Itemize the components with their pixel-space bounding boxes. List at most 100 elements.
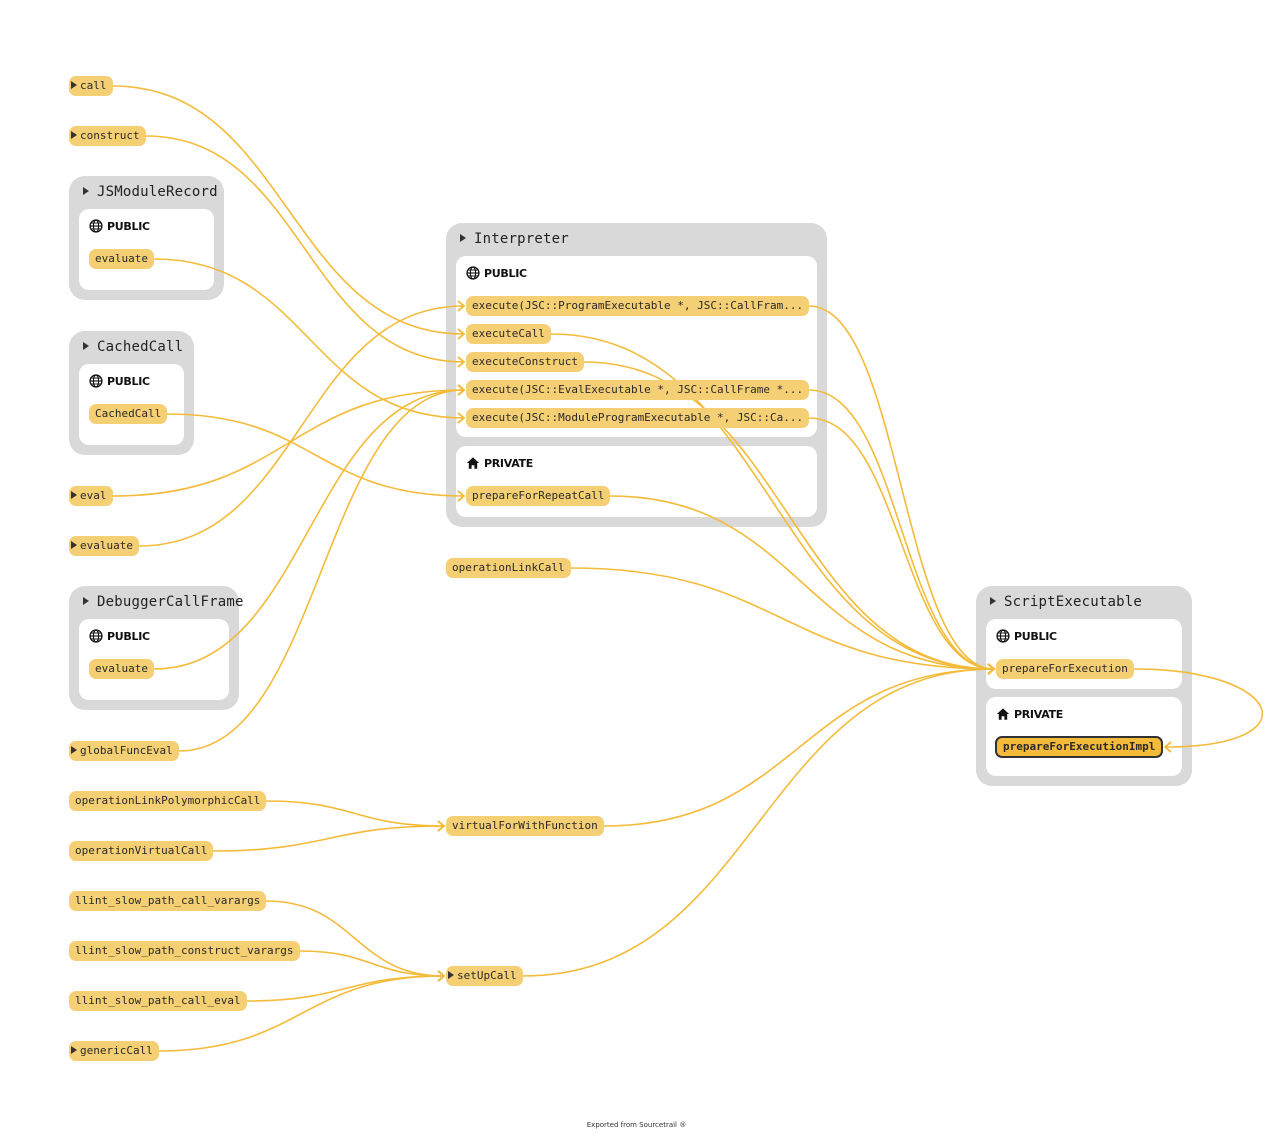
group-cachedcall[interactable]: CachedCall PUBLIC: [69, 331, 194, 455]
expand-triangle-icon: [71, 491, 77, 499]
node-label: execute(JSC::ModuleProgramExecutable *, …: [472, 411, 804, 424]
section-label: PUBLIC: [107, 374, 150, 388]
section-label: PUBLIC: [1014, 629, 1057, 643]
node-operationVirtualCall[interactable]: operationVirtualCall: [69, 841, 214, 861]
node-label: construct: [80, 129, 140, 142]
section-label: PUBLIC: [107, 629, 150, 643]
node-llint_slow_path_call_varargs[interactable]: llint_slow_path_call_varargs: [69, 891, 267, 911]
edge-call[interactable]: [299, 950, 445, 977]
expand-triangle-icon: [460, 234, 466, 242]
section-private: PRIVATE: [456, 446, 817, 517]
edge-call[interactable]: [265, 800, 445, 827]
edge-call[interactable]: [808, 389, 995, 670]
section-header: PUBLIC: [89, 219, 150, 233]
globe-icon: [89, 629, 103, 643]
node-label: virtualForWithFunction: [452, 819, 598, 832]
node-label: llint_slow_path_call_varargs: [75, 894, 261, 907]
node-label: evaluate: [95, 662, 148, 675]
section-header: PUBLIC: [466, 266, 527, 280]
node-execute-evalexecutable[interactable]: execute(JSC::EvalExecutable *, JSC::Call…: [466, 380, 810, 400]
node-debuggercallframe-evaluate[interactable]: evaluate: [89, 659, 154, 679]
node-label: execute(JSC::EvalExecutable *, JSC::Call…: [472, 383, 804, 396]
group-title-label: DebuggerCallFrame: [97, 594, 244, 610]
node-label: evaluate: [80, 539, 133, 552]
node-label: executeConstruct: [472, 355, 578, 368]
home-icon: [996, 708, 1010, 720]
edge-call[interactable]: [808, 305, 995, 670]
node-label: eval: [80, 489, 107, 502]
node-executeCall[interactable]: executeCall: [466, 324, 551, 344]
expand-triangle-icon: [71, 131, 77, 139]
group-jsmodulerecord[interactable]: JSModuleRecord PUBLIC: [69, 176, 224, 300]
group-interpreter[interactable]: Interpreter PUBLIC PRIVATE: [446, 223, 827, 527]
section-header: PUBLIC: [996, 629, 1057, 643]
node-label: llint_slow_path_call_eval: [75, 994, 241, 1007]
node-genericCall[interactable]: genericCall: [69, 1041, 159, 1061]
edge-call[interactable]: [166, 413, 465, 497]
edge-call[interactable]: [570, 567, 995, 670]
node-label: operationLinkCall: [452, 561, 565, 574]
edge-call[interactable]: [246, 975, 445, 1002]
node-globalFuncEval[interactable]: globalFuncEval: [69, 741, 179, 761]
edge-arrowhead: [437, 970, 446, 982]
node-label: operationVirtualCall: [75, 844, 208, 857]
expand-triangle-icon: [83, 187, 89, 195]
group-title-label: ScriptExecutable: [1004, 594, 1143, 610]
node-label: execute(JSC::ProgramExecutable *, JSC::C…: [472, 299, 804, 312]
node-jsmodulerecord-evaluate[interactable]: evaluate: [89, 249, 154, 269]
edge-arrowhead: [437, 970, 446, 982]
edge-call[interactable]: [212, 825, 445, 852]
group-title: CachedCall: [83, 339, 183, 355]
section-label: PUBLIC: [107, 219, 150, 233]
expand-triangle-icon: [990, 597, 996, 605]
globe-icon: [466, 266, 480, 280]
home-icon: [466, 457, 480, 469]
node-evaluate[interactable]: evaluate: [69, 536, 139, 556]
edge-call[interactable]: [808, 417, 995, 670]
expand-triangle-icon: [71, 746, 77, 754]
edge-arrowhead: [437, 820, 446, 832]
node-llint_slow_path_call_eval[interactable]: llint_slow_path_call_eval: [69, 991, 247, 1011]
node-operationLinkCall[interactable]: operationLinkCall: [446, 558, 571, 578]
edge-arrowhead: [437, 970, 446, 982]
edge-call[interactable]: [158, 975, 445, 1052]
edge-call[interactable]: [265, 900, 445, 977]
expand-triangle-icon: [71, 81, 77, 89]
expand-triangle-icon: [71, 541, 77, 549]
node-label: prepareForRepeatCall: [472, 489, 605, 502]
expand-triangle-icon: [83, 342, 89, 350]
section-label: PRIVATE: [484, 456, 533, 470]
node-cachedcall-constructor[interactable]: CachedCall: [89, 404, 168, 424]
node-label: prepareForExecution: [1002, 662, 1128, 675]
node-prepareForExecutionImpl-active[interactable]: prepareForExecutionImpl: [995, 736, 1164, 758]
globe-icon: [89, 219, 103, 233]
group-title: Interpreter: [460, 231, 569, 247]
node-label: evaluate: [95, 252, 148, 265]
group-title-label: Interpreter: [474, 231, 569, 247]
node-construct[interactable]: construct: [69, 126, 146, 146]
group-title-label: JSModuleRecord: [97, 184, 218, 200]
node-label: operationLinkPolymorphicCall: [75, 794, 261, 807]
group-debuggercallframe[interactable]: DebuggerCallFrame PUBLIC: [69, 586, 244, 710]
node-execute-moduleprogramexecutable[interactable]: execute(JSC::ModuleProgramExecutable *, …: [466, 408, 810, 428]
node-operationLinkPolymorphicCall[interactable]: operationLinkPolymorphicCall: [69, 791, 267, 811]
group-title: ScriptExecutable: [990, 594, 1142, 610]
node-setUpCall[interactable]: setUpCall: [446, 966, 523, 986]
node-llint_slow_path_construct_varargs[interactable]: llint_slow_path_construct_varargs: [69, 941, 300, 961]
node-prepareForExecution[interactable]: prepareForExecution: [996, 659, 1134, 679]
node-executeConstruct[interactable]: executeConstruct: [466, 352, 584, 372]
node-eval[interactable]: eval: [69, 486, 113, 506]
node-label: CachedCall: [95, 407, 162, 420]
node-execute-programexecutable[interactable]: execute(JSC::ProgramExecutable *, JSC::C…: [466, 296, 810, 316]
expand-triangle-icon: [83, 597, 89, 605]
edge-arrowhead: [437, 820, 446, 832]
edge-call[interactable]: [603, 668, 995, 827]
node-label: call: [80, 79, 107, 92]
node-virtualForWithFunction[interactable]: virtualForWithFunction: [446, 816, 604, 836]
node-prepareForRepeatCall[interactable]: prepareForRepeatCall: [466, 486, 611, 506]
node-call[interactable]: call: [69, 76, 113, 96]
group-title: JSModuleRecord: [83, 184, 218, 200]
node-label: genericCall: [80, 1044, 153, 1057]
edge-arrowhead: [437, 970, 446, 982]
